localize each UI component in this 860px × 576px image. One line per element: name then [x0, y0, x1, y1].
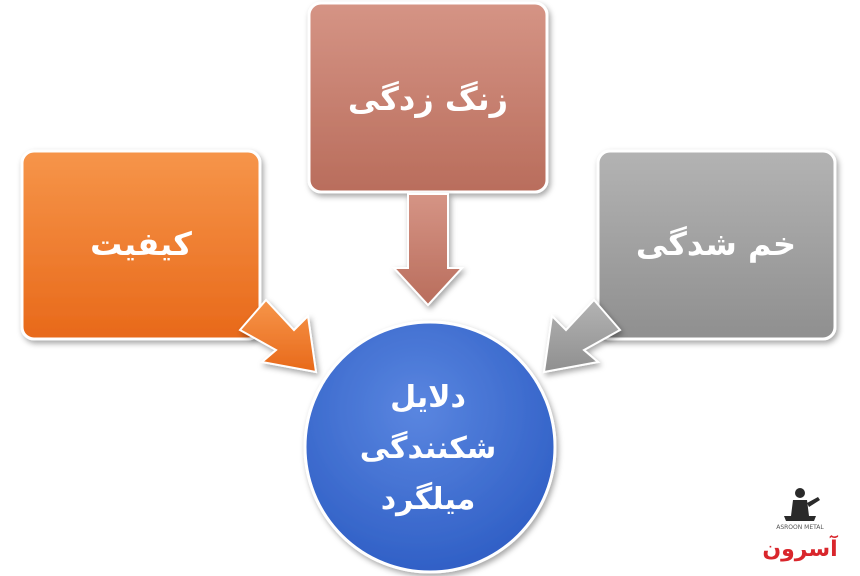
right-node: خم شدگی [542, 149, 837, 374]
left-arrow [238, 298, 318, 374]
left-box-label: کیفیت [90, 225, 192, 263]
top-node: زنگ زدگی [307, 1, 549, 307]
top-box-label: زنگ زدگی [348, 80, 508, 118]
center-line-2: شکنندگی [360, 430, 497, 466]
brand-logo: ASROON METAL آسرون [762, 488, 838, 562]
left-box [20, 149, 262, 341]
top-box [307, 1, 549, 194]
worker-icon [784, 488, 820, 521]
right-box-label: خم شدگی [636, 225, 796, 263]
logo-name: آسرون [762, 534, 838, 562]
center-line-3: میلگرد [381, 481, 476, 517]
center-node: دلایل شکنندگی میلگرد [303, 320, 557, 574]
right-arrow [542, 298, 622, 374]
logo-subtitle: ASROON METAL [776, 524, 824, 531]
left-node: کیفیت [20, 149, 318, 374]
center-line-1: دلایل [390, 380, 466, 415]
top-arrow [391, 193, 465, 307]
center-circle [303, 320, 557, 574]
right-box [596, 149, 837, 341]
